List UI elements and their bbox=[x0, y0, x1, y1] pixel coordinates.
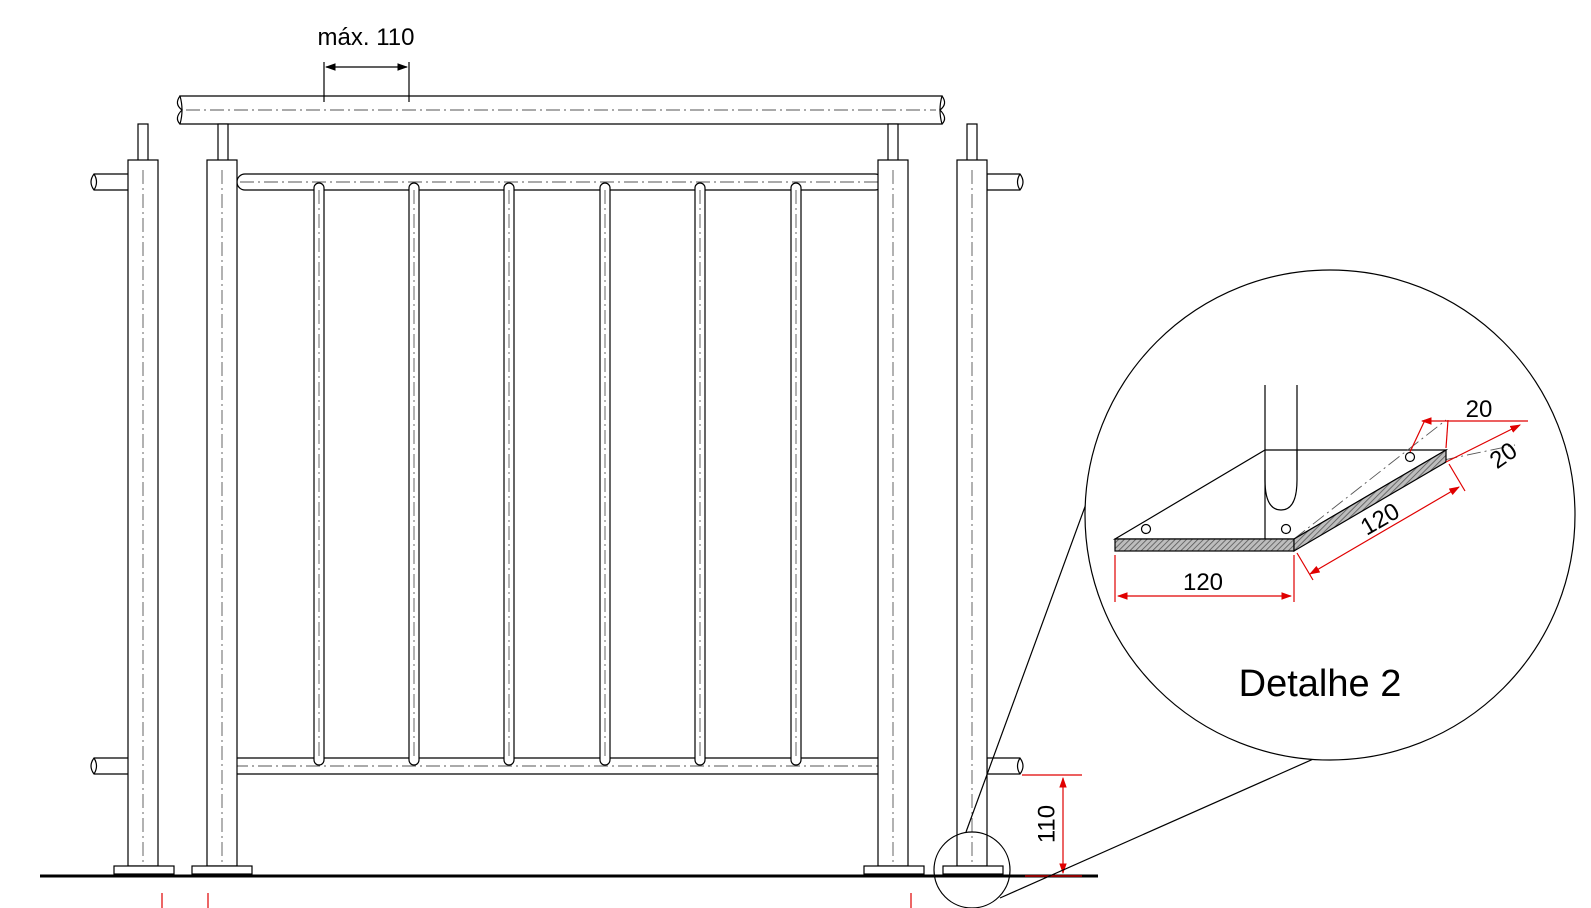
height-label: 110 bbox=[1033, 805, 1060, 843]
balusters bbox=[313, 182, 802, 766]
posts bbox=[127, 159, 988, 867]
detail-2: 120 120 20 20 Detalhe 2 bbox=[1084, 269, 1576, 761]
plate-width-label: 120 bbox=[1183, 569, 1223, 596]
max-spacing-label: máx. 110 bbox=[318, 24, 415, 51]
hole-offset-x-label: 20 bbox=[1466, 396, 1493, 423]
top-inner-rail bbox=[236, 173, 884, 191]
dimension-height: 110 bbox=[1022, 774, 1082, 877]
plate-front-edge bbox=[1114, 538, 1295, 552]
detail-callout bbox=[933, 492, 1373, 908]
handrail-supports bbox=[137, 123, 978, 163]
detail-title: Detalhe 2 bbox=[1239, 663, 1402, 705]
bottom-inner-rail bbox=[229, 757, 887, 775]
base-plates bbox=[113, 865, 1004, 875]
top-handrail bbox=[176, 95, 946, 125]
bottom-ticks bbox=[161, 893, 912, 908]
dimension-max-spacing: máx. 110 bbox=[318, 24, 415, 102]
stub-rails bbox=[90, 173, 1024, 775]
